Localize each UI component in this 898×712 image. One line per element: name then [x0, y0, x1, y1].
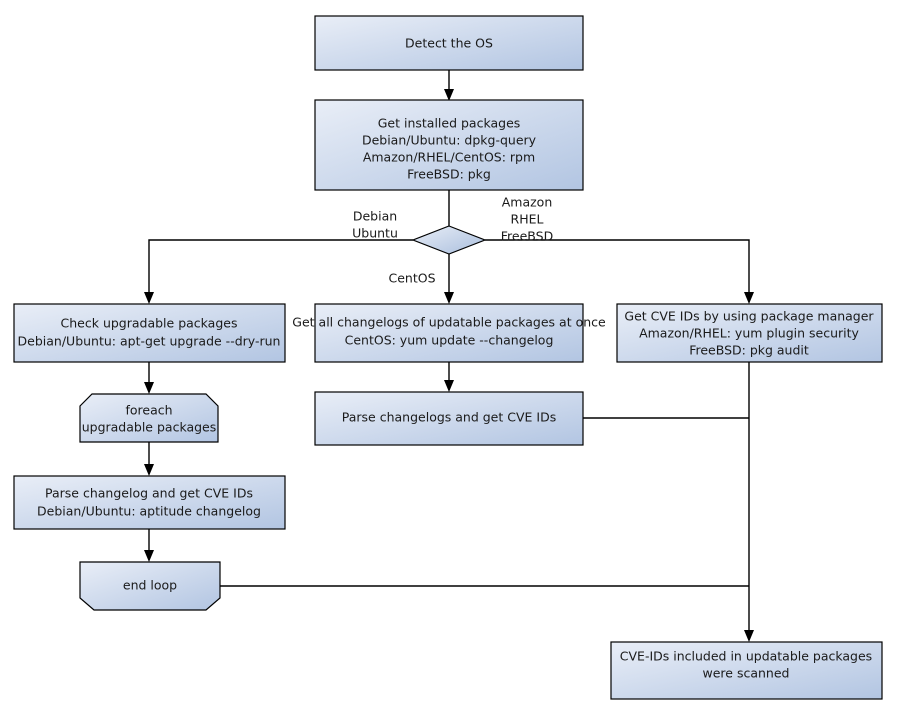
edge-label-amazon-rhel-freebsd-line-1: Amazon [502, 195, 553, 210]
get-all-changelogs-label-line-1: Get all changelogs of updatable packages… [292, 315, 606, 330]
edge-label-debian-ubuntu: Debian Ubuntu [352, 209, 398, 241]
node-detect-os[interactable]: Detect the OS [314, 15, 584, 71]
get-cve-ids-pkg-manager-shape [616, 303, 883, 363]
edge-check-to-foreach [144, 362, 154, 394]
parse-changelog-single-label-line-1: Parse changelog and get CVE IDs [45, 486, 253, 501]
edge-label-debian-ubuntu-line-1: Debian [353, 209, 397, 224]
edge-label-amazon-rhel-freebsd-line-3: FreeBSD [501, 229, 553, 244]
edge-decision-to-all-changelogs [444, 254, 454, 304]
end-loop-shape [79, 561, 221, 611]
edge-label-centos-line-1: CentOS [388, 271, 435, 286]
get-installed-packages-label-line-1: Get installed packages [378, 116, 521, 131]
edge-parse-to-endloop [144, 529, 154, 562]
get-installed-packages-label-line-3: Amazon/RHEL/CentOS: rpm [363, 150, 535, 165]
node-foreach-upgradable-packages[interactable]: foreach upgradable packages [79, 393, 219, 443]
edge-detect-to-packages [444, 70, 454, 101]
scan-complete-shape [610, 641, 883, 700]
foreach-upgradable-packages-label-line-1: foreach [125, 403, 172, 418]
get-installed-packages-label-line-4: FreeBSD: pkg [407, 167, 491, 182]
get-all-changelogs-shape [314, 303, 584, 363]
node-parse-changelog-single[interactable]: Parse changelog and get CVE IDs Debian/U… [13, 475, 286, 530]
check-upgradable-packages-label-line-2: Debian/Ubuntu: apt-get upgrade --dry-run [18, 334, 281, 349]
node-os-decision[interactable] [411, 225, 487, 255]
get-all-changelogs-label-line-2: CentOS: yum update --changelog [345, 333, 554, 348]
get-installed-packages-label-line-2: Debian/Ubuntu: dpkg-query [362, 133, 537, 148]
edge-layer [144, 70, 754, 642]
edge-label-amazon-rhel-freebsd: Amazon RHEL FreeBSD [501, 195, 553, 244]
edge-decision-to-pkg-manager [485, 239, 754, 304]
node-check-upgradable-packages[interactable]: Check upgradable packages Debian/Ubuntu:… [13, 303, 286, 363]
parse-changelog-single-shape [13, 475, 286, 530]
edge-label-amazon-rhel-freebsd-line-2: RHEL [511, 212, 544, 227]
edge-allchangelogs-to-parse [444, 362, 454, 392]
detect-os-shape [314, 15, 584, 71]
edge-foreach-to-parse [144, 442, 154, 476]
get-installed-packages-shape [314, 99, 584, 191]
get-cve-ids-pkg-manager-label-line-1: Get CVE IDs by using package manager [624, 309, 874, 324]
edge-rail-to-scan-complete [744, 362, 754, 642]
scan-complete-label-line-2: were scanned [703, 666, 790, 681]
os-decision-shape [411, 225, 487, 255]
check-upgradable-packages-label-line-1: Check upgradable packages [61, 316, 238, 331]
edge-label-centos: CentOS [388, 271, 435, 286]
end-loop-label-line-1: end loop [123, 578, 177, 593]
parse-changelog-single-label-line-2: Debian/Ubuntu: aptitude changelog [37, 504, 261, 519]
edge-decision-to-check-upgradable [144, 239, 413, 304]
parse-changelogs-multi-label-line-1: Parse changelogs and get CVE IDs [342, 410, 556, 425]
parse-changelogs-multi-shape [314, 391, 584, 446]
foreach-upgradable-packages-shape [79, 393, 219, 443]
node-get-installed-packages[interactable]: Get installed packages Debian/Ubuntu: dp… [314, 99, 584, 191]
detect-os-label-line-1: Detect the OS [405, 36, 493, 51]
node-end-loop[interactable]: end loop [79, 561, 221, 611]
get-cve-ids-pkg-manager-label-line-3: FreeBSD: pkg audit [689, 343, 809, 358]
edge-label-debian-ubuntu-line-2: Ubuntu [352, 226, 398, 241]
node-get-all-changelogs[interactable]: Get all changelogs of updatable packages… [292, 303, 606, 363]
node-scan-complete[interactable]: CVE-IDs included in updatable packages w… [610, 641, 883, 700]
foreach-upgradable-packages-label-line-2: upgradable packages [82, 420, 217, 435]
check-upgradable-packages-shape [13, 303, 286, 363]
node-get-cve-ids-pkg-manager[interactable]: Get CVE IDs by using package manager Ama… [616, 303, 883, 363]
get-cve-ids-pkg-manager-label-line-2: Amazon/RHEL: yum plugin security [639, 326, 859, 341]
scan-complete-label-line-1: CVE-IDs included in updatable packages [620, 649, 872, 664]
node-parse-changelogs-multi[interactable]: Parse changelogs and get CVE IDs [314, 391, 584, 446]
